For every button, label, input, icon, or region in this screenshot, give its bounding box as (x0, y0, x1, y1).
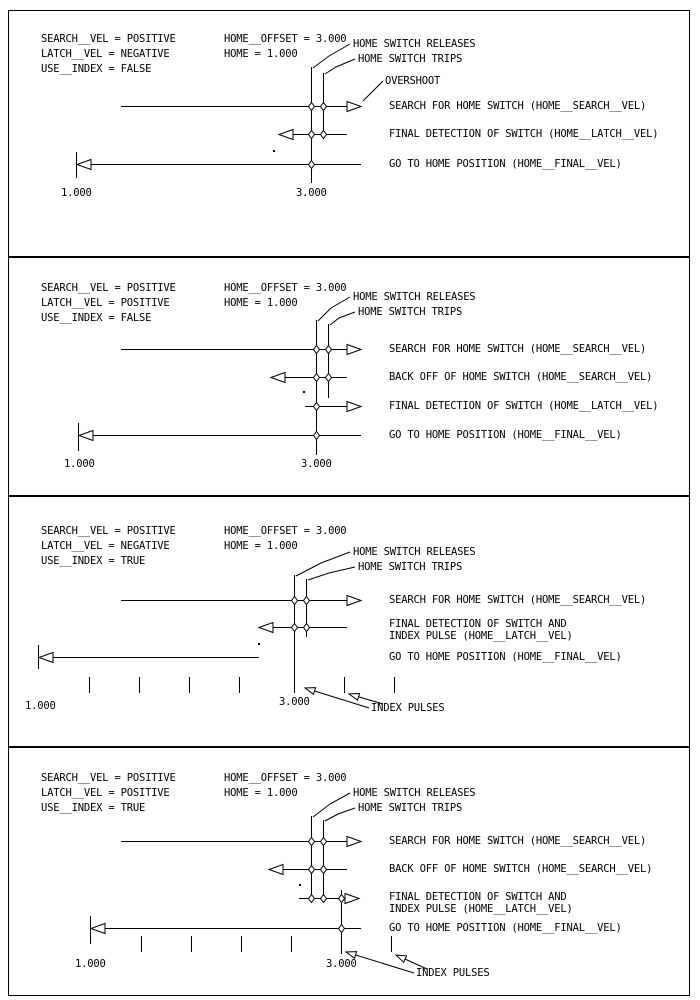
scale-home-label: 1.000 (61, 187, 92, 199)
homing-panel-1: SEARCH__VEL = POSITIVE HOME__OFFSET = 3.… (8, 10, 690, 257)
scale-home-label: 1.000 (75, 958, 106, 970)
label-final-move: GO TO HOME POSITION (HOME__FINAL__VEL) (389, 158, 622, 170)
homing-panel-4: SEARCH__VEL = POSITIVE HOME__OFFSET = 3.… (8, 747, 690, 996)
latch-arrowhead (344, 892, 361, 905)
label-backoff-move: BACK OFF OF HOME SWITCH (HOME__SEARCH__V… (389, 863, 653, 875)
param-latch-vel: LATCH__VEL = NEGATIVE (41, 540, 170, 552)
panel2-linework (77, 296, 363, 455)
label-latch-move-line2: INDEX PULSE (HOME__LATCH__VEL) (389, 630, 573, 642)
callout-home-switch-releases: HOME SWITCH RELEASES (353, 546, 476, 558)
param-use-index: USE__INDEX = TRUE (41, 555, 146, 567)
index-pulses-leader-line (346, 952, 415, 974)
callout-home-switch-releases: HOME SWITCH RELEASES (353, 291, 476, 303)
label-search-move: SEARCH FOR HOME SWITCH (HOME__SEARCH__VE… (389, 100, 647, 112)
param-latch-vel: LATCH__VEL = NEGATIVE (41, 48, 170, 60)
param-search-vel: SEARCH__VEL = POSITIVE (41, 282, 176, 294)
backoff-arrowhead (269, 371, 286, 384)
callout-home-switch-releases: HOME SWITCH RELEASES (353, 38, 476, 50)
search-arrowhead (346, 835, 363, 848)
callout-overshoot: OVERSHOOT (385, 75, 441, 87)
crossing-markers (307, 101, 328, 170)
param-home-offset: HOME__OFFSET = 3.000 (224, 525, 347, 537)
crossing-markers (307, 836, 346, 934)
param-latch-vel: LATCH__VEL = POSITIVE (41, 297, 170, 309)
label-latch-move-line1: FINAL DETECTION OF SWITCH AND (389, 618, 567, 630)
param-search-vel: SEARCH__VEL = POSITIVE (41, 772, 176, 784)
label-search-move: SEARCH FOR HOME SWITCH (HOME__SEARCH__VE… (389, 343, 647, 355)
callout-home-switch-trips: HOME SWITCH TRIPS (358, 561, 463, 573)
scale-home-label: 1.000 (25, 700, 56, 712)
position-dot (299, 884, 301, 886)
label-final-move: GO TO HOME POSITION (HOME__FINAL__VEL) (389, 651, 622, 663)
label-search-move: SEARCH FOR HOME SWITCH (HOME__SEARCH__VE… (389, 594, 647, 606)
trips-leader-line (324, 807, 356, 822)
label-final-move: GO TO HOME POSITION (HOME__FINAL__VEL) (389, 922, 622, 934)
param-home: HOME = 1.000 (224, 540, 298, 552)
callout-home-switch-trips: HOME SWITCH TRIPS (358, 802, 463, 814)
param-search-vel: SEARCH__VEL = POSITIVE (41, 33, 176, 45)
scale-home-label: 1.000 (64, 458, 95, 470)
index-pulses-leader-line (305, 688, 370, 709)
label-latch-move-line2: INDEX PULSE (HOME__LATCH__VEL) (389, 903, 573, 915)
trips-leader-line (329, 311, 356, 326)
crossing-markers (312, 344, 333, 441)
final-arrowhead (89, 922, 106, 935)
releases-leader-line (312, 43, 351, 69)
scale-offset-label: 3.000 (326, 958, 357, 970)
scale-offset-label: 3.000 (279, 696, 310, 708)
latch-arrowhead (346, 400, 363, 413)
param-use-index: USE__INDEX = TRUE (41, 802, 146, 814)
trips-leader-line (307, 566, 356, 581)
label-index-pulses: INDEX PULSES (371, 702, 445, 714)
param-latch-vel: LATCH__VEL = POSITIVE (41, 787, 170, 799)
param-use-index: USE__INDEX = FALSE (41, 312, 152, 324)
param-home-offset: HOME__OFFSET = 3.000 (224, 282, 347, 294)
label-search-move: SEARCH FOR HOME SWITCH (HOME__SEARCH__VE… (389, 835, 647, 847)
index-pulses-leader-line (349, 694, 384, 705)
scale-offset-label: 3.000 (296, 187, 327, 199)
final-arrowhead (75, 158, 92, 171)
label-latch-move-line1: FINAL DETECTION OF SWITCH AND (389, 891, 567, 903)
panel1-linework (75, 43, 384, 183)
label-index-pulses: INDEX PULSES (416, 967, 490, 979)
search-arrowhead (346, 343, 363, 356)
final-arrowhead (77, 429, 94, 442)
latch-arrowhead (277, 128, 294, 141)
param-home: HOME = 1.000 (224, 48, 298, 60)
callout-home-switch-trips: HOME SWITCH TRIPS (358, 306, 463, 318)
latch-arrowhead (257, 621, 274, 634)
releases-leader-line (317, 296, 351, 322)
releases-leader-line (312, 792, 351, 818)
param-search-vel: SEARCH__VEL = POSITIVE (41, 525, 176, 537)
panel3-linework (37, 551, 395, 709)
crossing-markers (290, 595, 311, 633)
position-dot (273, 150, 275, 152)
param-home-offset: HOME__OFFSET = 3.000 (224, 772, 347, 784)
param-use-index: USE__INDEX = FALSE (41, 63, 152, 75)
releases-leader-line (295, 551, 351, 577)
param-home: HOME = 1.000 (224, 787, 298, 799)
index-pulses-leader-line (396, 955, 428, 970)
label-backoff-move: BACK OFF OF HOME SWITCH (HOME__SEARCH__V… (389, 371, 653, 383)
label-final-move: GO TO HOME POSITION (HOME__FINAL__VEL) (389, 429, 622, 441)
position-dot (303, 391, 305, 393)
scale-offset-label: 3.000 (301, 458, 332, 470)
trips-leader-line (324, 58, 356, 75)
homing-diagram-frame: SEARCH__VEL = POSITIVE HOME__OFFSET = 3.… (8, 10, 690, 996)
callout-home-switch-trips: HOME SWITCH TRIPS (358, 53, 463, 65)
label-latch-move: FINAL DETECTION OF SWITCH (HOME__LATCH__… (389, 400, 659, 412)
callout-home-switch-releases: HOME SWITCH RELEASES (353, 787, 476, 799)
param-home-offset: HOME__OFFSET = 3.000 (224, 33, 347, 45)
search-arrowhead (346, 100, 363, 113)
position-dot (258, 643, 260, 645)
homing-panel-2: SEARCH__VEL = POSITIVE HOME__OFFSET = 3.… (8, 257, 690, 496)
homing-panel-3: SEARCH__VEL = POSITIVE HOME__OFFSET = 3.… (8, 496, 690, 747)
final-arrowhead (37, 651, 54, 664)
param-home: HOME = 1.000 (224, 297, 298, 309)
backoff-arrowhead (267, 863, 284, 876)
panel4-linework (89, 792, 428, 974)
overshoot-leader-line (362, 80, 384, 102)
search-arrowhead (346, 594, 363, 607)
label-latch-move: FINAL DETECTION OF SWITCH (HOME__LATCH__… (389, 128, 659, 140)
